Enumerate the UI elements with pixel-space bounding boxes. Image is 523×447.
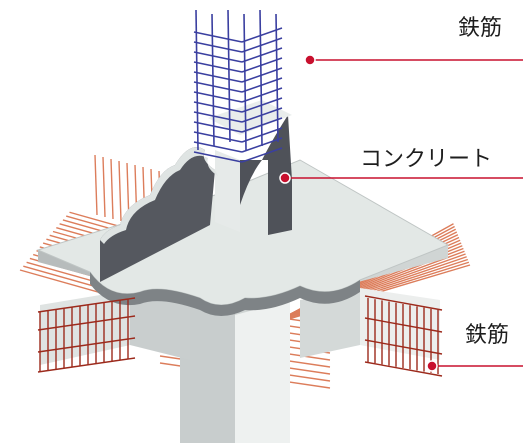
- column-hoop: [241, 37, 283, 53]
- column-hoop: [193, 151, 243, 163]
- left-cage-main-bar: [37, 357, 136, 373]
- slab-rebar-bar: [118, 160, 122, 222]
- column-hoop: [241, 87, 283, 103]
- label-concrete: コンクリート: [360, 147, 493, 172]
- right-cage-main-bar: [364, 317, 443, 333]
- column-hoop: [193, 101, 243, 113]
- slab-rebar-bar: [110, 158, 114, 220]
- column-hoop: [193, 41, 243, 53]
- column-main-bar: [243, 13, 247, 151]
- slab-rebar-bar: [102, 156, 106, 218]
- slab-rebar-bar: [94, 154, 98, 216]
- right-beam-side: [300, 288, 360, 358]
- right-cage-main-bar: [364, 339, 443, 355]
- column-hoop: [241, 97, 283, 113]
- left-cage-main-bar: [37, 315, 136, 331]
- leader-dot-concrete: [279, 172, 291, 184]
- column-hoop: [193, 141, 243, 153]
- right-cage-main-bar: [364, 295, 443, 311]
- column-hoop: [241, 117, 283, 133]
- leader-dot-column-rebar: [304, 54, 316, 66]
- column-hoop: [241, 67, 283, 83]
- left-cage-main-bar: [37, 297, 136, 313]
- right-cage-main-bar: [364, 361, 443, 377]
- floor-slab: [36, 159, 450, 316]
- column-hoop: [193, 81, 243, 93]
- column-hoop: [193, 131, 243, 143]
- column-hoop: [193, 51, 243, 63]
- column-main-bar: [275, 13, 279, 143]
- label-beam-rebar: 鉄筋: [465, 323, 510, 348]
- concrete-top-edge: [100, 147, 218, 244]
- leader-lines: [279, 54, 523, 372]
- column-hoop: [241, 147, 283, 163]
- left-beam-rebar-cage: [37, 297, 136, 373]
- upper-concrete-section: [100, 100, 292, 282]
- column-main-bar: [195, 9, 199, 151]
- column-hoop: [241, 57, 283, 73]
- column-light-face: [215, 150, 240, 232]
- column-hoop: [241, 77, 283, 93]
- left-cage-main-bar: [37, 337, 136, 353]
- column-hoop: [193, 61, 243, 73]
- concrete-dark-face: [100, 147, 215, 282]
- column-hoop: [241, 137, 283, 153]
- column-main-bar: [259, 9, 263, 147]
- column-hoop: [241, 127, 283, 143]
- column-hoop: [241, 27, 283, 43]
- column-hoop: [193, 111, 243, 123]
- column-hoop: [193, 31, 243, 43]
- lower-column-side: [235, 292, 290, 443]
- column-hoop: [241, 107, 283, 123]
- right-beam-rebar-cage: [364, 295, 443, 377]
- column-hoop: [193, 121, 243, 133]
- lower-column-front: [180, 300, 235, 443]
- left-beam-front: [130, 290, 190, 360]
- label-column-rebar: 鉄筋: [458, 16, 503, 41]
- column-rebar-cage: [193, 9, 283, 163]
- lower-column: [180, 292, 290, 443]
- leader-dot-beam-rebar: [426, 360, 438, 372]
- column-dark-face: [240, 115, 292, 235]
- column-hoop: [241, 47, 283, 63]
- slab-cut-edge: [90, 272, 360, 316]
- column-hoop: [193, 71, 243, 83]
- column-hoop: [193, 91, 243, 103]
